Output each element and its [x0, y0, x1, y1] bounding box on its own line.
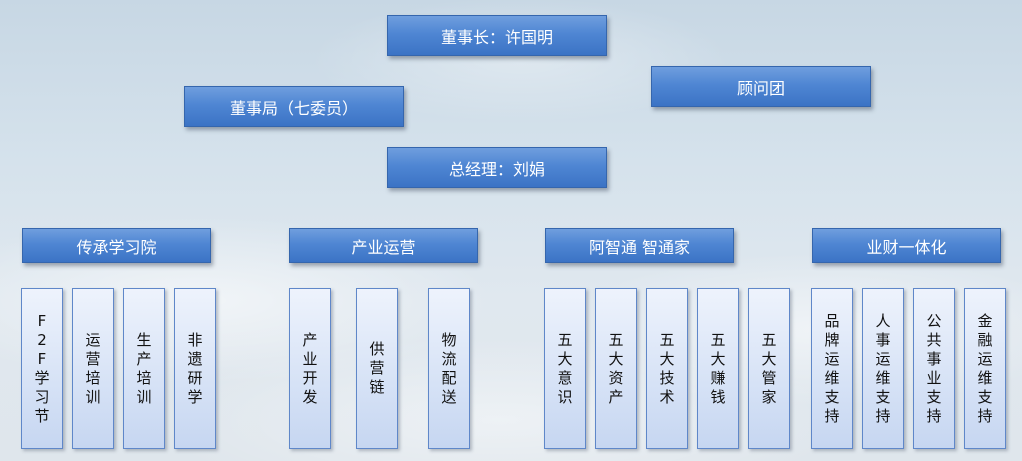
leaf-supply-chain: 供营链 — [356, 288, 398, 449]
division-box-inheritance-academy: 传承学习院 — [22, 228, 211, 263]
division-box-azhitong: 阿智通 智通家 — [545, 228, 734, 263]
leaf-finance-ops-support: 金融运维支持 — [964, 288, 1006, 449]
leaf-industry-development: 产业开发 — [289, 288, 331, 449]
general-manager-box: 总经理：刘娟 — [387, 147, 607, 188]
leaf-heritage-study: 非遗研学 — [174, 288, 216, 449]
division-box-industry-operations: 产业运营 — [289, 228, 478, 263]
leaf-five-earnings: 五大赚钱 — [697, 288, 739, 449]
leaf-five-assets: 五大资产 — [595, 288, 637, 449]
leaf-brand-ops-support: 品牌运维支持 — [811, 288, 853, 449]
leaf-production-training: 生产培训 — [123, 288, 165, 449]
division-box-finance-integration: 业财一体化 — [812, 228, 1001, 263]
leaf-five-awareness: 五大意识 — [544, 288, 586, 449]
board-box: 董事局（七委员） — [184, 86, 404, 127]
leaf-public-affairs-support: 公共事业支持 — [913, 288, 955, 449]
chairman-box: 董事长：许国明 — [387, 15, 607, 56]
leaf-hr-ops-support: 人事运维支持 — [862, 288, 904, 449]
leaf-five-technologies: 五大技术 — [646, 288, 688, 449]
advisors-box: 顾问团 — [651, 66, 871, 107]
leaf-five-stewards: 五大管家 — [748, 288, 790, 449]
leaf-logistics: 物流配送 — [428, 288, 470, 449]
leaf-operations-training: 运营培训 — [72, 288, 114, 449]
leaf-f2f-learning: F2F学习节 — [21, 288, 63, 449]
